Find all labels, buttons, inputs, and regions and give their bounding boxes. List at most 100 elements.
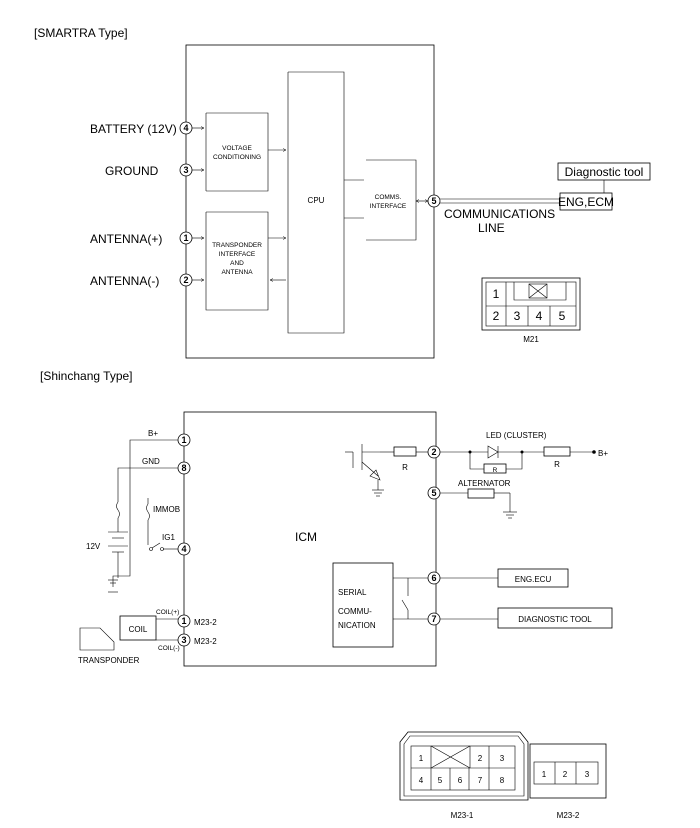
transponder-label-4: ANTENNA <box>221 269 253 276</box>
alternator-resistor <box>467 488 495 499</box>
pin-5 <box>427 194 441 208</box>
svg-text:4: 4 <box>419 776 424 785</box>
transponder-label-3: AND <box>230 260 244 267</box>
resistor-right <box>543 446 571 457</box>
transponder-label-2: INTERFACE <box>219 251 256 258</box>
battery-label: BATTERY (12V) <box>90 122 177 136</box>
cpu-block <box>287 71 345 334</box>
svg-text:7: 7 <box>478 776 483 785</box>
alternator-label: ALTERNATOR <box>458 479 511 488</box>
ig1-label: IG1 <box>162 533 175 542</box>
svg-text:6: 6 <box>458 776 463 785</box>
r-right-label: R <box>554 460 560 469</box>
svg-text:2: 2 <box>478 754 483 763</box>
svg-text:8: 8 <box>500 776 505 785</box>
serial-switch-icon <box>401 599 409 611</box>
cpu-label: CPU <box>308 196 325 205</box>
pin-1 <box>179 231 193 245</box>
serial-label-3: NICATION <box>338 621 376 630</box>
shinchang-heading: [Shinchang Type] <box>40 369 133 383</box>
coil-neg-label: COIL(-) <box>158 645 180 652</box>
eng-ecu-label: ENG.ECU <box>515 575 552 584</box>
fuse-icon <box>116 501 120 519</box>
svg-text:7: 7 <box>431 614 436 624</box>
r-mid-label: R <box>493 467 498 474</box>
coil-box <box>119 615 157 641</box>
voltage-label-2: CONDITIONING <box>213 154 261 161</box>
serial-label-1: SERIAL <box>338 588 367 597</box>
v12-label: 12V <box>86 542 101 551</box>
pin-coil-pos <box>177 614 191 628</box>
transponder-label-1: TRANSPONDER <box>212 242 262 249</box>
antenna-neg-label: ANTENNA(-) <box>90 274 159 288</box>
resistor-left <box>393 446 417 457</box>
ground-label: GROUND <box>105 164 159 178</box>
icm-label: ICM <box>295 530 317 544</box>
m23-1-label: M23-1 <box>451 811 474 820</box>
svg-text:1: 1 <box>181 435 186 445</box>
pin-gnd <box>177 461 191 475</box>
svg-text:5: 5 <box>559 309 566 323</box>
resistor-mid <box>483 463 507 474</box>
svg-text:3: 3 <box>181 635 186 645</box>
antenna-pos-label: ANTENNA(+) <box>90 232 162 246</box>
pin-2 <box>179 273 193 287</box>
svg-text:6: 6 <box>431 573 436 583</box>
icm-box <box>183 411 437 667</box>
serial-label-2: COMMU- <box>338 607 372 616</box>
comms-line-label-2: LINE <box>478 221 505 235</box>
svg-text:2: 2 <box>183 275 188 285</box>
m23-2-label-b: M23-2 <box>194 637 217 646</box>
b-plus-right: B+ <box>598 449 608 458</box>
transponder-label: TRANSPONDER <box>78 656 140 665</box>
svg-text:3: 3 <box>514 309 521 323</box>
eng-ecm-label: ENG,ECM <box>558 195 614 209</box>
led-cluster-label: LED (CLUSTER) <box>486 431 547 440</box>
connector-m23-1: 1 2 3 4 5 6 7 8 M23-1 <box>399 731 529 820</box>
svg-text:2: 2 <box>563 770 568 779</box>
r-left-label: R <box>402 463 408 472</box>
svg-text:1: 1 <box>183 233 188 243</box>
svg-text:5: 5 <box>438 776 443 785</box>
smartra-section: [SMARTRA Type] VOLTAGE CONDITIONING TRAN… <box>34 26 651 359</box>
b-plus-left: B+ <box>148 429 158 438</box>
eng-ecu-box <box>497 568 569 588</box>
immob-label: IMMOB <box>153 505 180 514</box>
transponder-key-icon <box>79 627 115 651</box>
coil-pos-label: COIL(+) <box>156 609 179 616</box>
transponder-block <box>205 211 269 311</box>
svg-text:2: 2 <box>493 309 500 323</box>
diag-tool-label: Diagnostic tool <box>565 165 644 179</box>
led-diode-icon <box>487 445 499 459</box>
svg-text:5: 5 <box>431 196 436 206</box>
svg-text:1: 1 <box>181 616 186 626</box>
pin-ig1 <box>177 542 191 556</box>
pin-b-plus <box>177 433 191 447</box>
coil-label: COIL <box>129 625 148 634</box>
immob-fuse-icon <box>146 503 150 521</box>
pin-3 <box>179 163 193 177</box>
connector-m23-2: 1 2 3 M23-2 <box>529 743 607 820</box>
m23-2-label-a: M23-2 <box>194 618 217 627</box>
diagnostic-tool-box <box>497 607 613 629</box>
svg-text:1: 1 <box>493 287 500 301</box>
comms-line-label-1: COMMUNICATIONS <box>444 207 555 221</box>
svg-text:8: 8 <box>181 463 186 473</box>
svg-text:1: 1 <box>542 770 547 779</box>
eng-ecm-box <box>559 192 613 211</box>
gnd-label: GND <box>142 457 160 466</box>
svg-text:4: 4 <box>183 123 188 133</box>
serial-comm-box <box>332 562 394 648</box>
voltage-block <box>206 112 269 192</box>
pin-4 <box>179 121 193 135</box>
ig1-switch-icon <box>151 542 161 549</box>
m21-label: M21 <box>523 335 539 344</box>
svg-text:1: 1 <box>419 754 424 763</box>
smartra-heading: [SMARTRA Type] <box>34 26 128 40</box>
diagnostic-tool-label: DIAGNOSTIC TOOL <box>518 615 592 624</box>
svg-text:4: 4 <box>181 544 186 554</box>
connector-m21: 1 2 3 4 5 M21 <box>481 277 581 344</box>
shinchang-section: [Shinchang Type] ICM B+ GND 12V IMMOB <box>40 369 613 820</box>
comms-label-2: INTERFACE <box>370 203 407 210</box>
